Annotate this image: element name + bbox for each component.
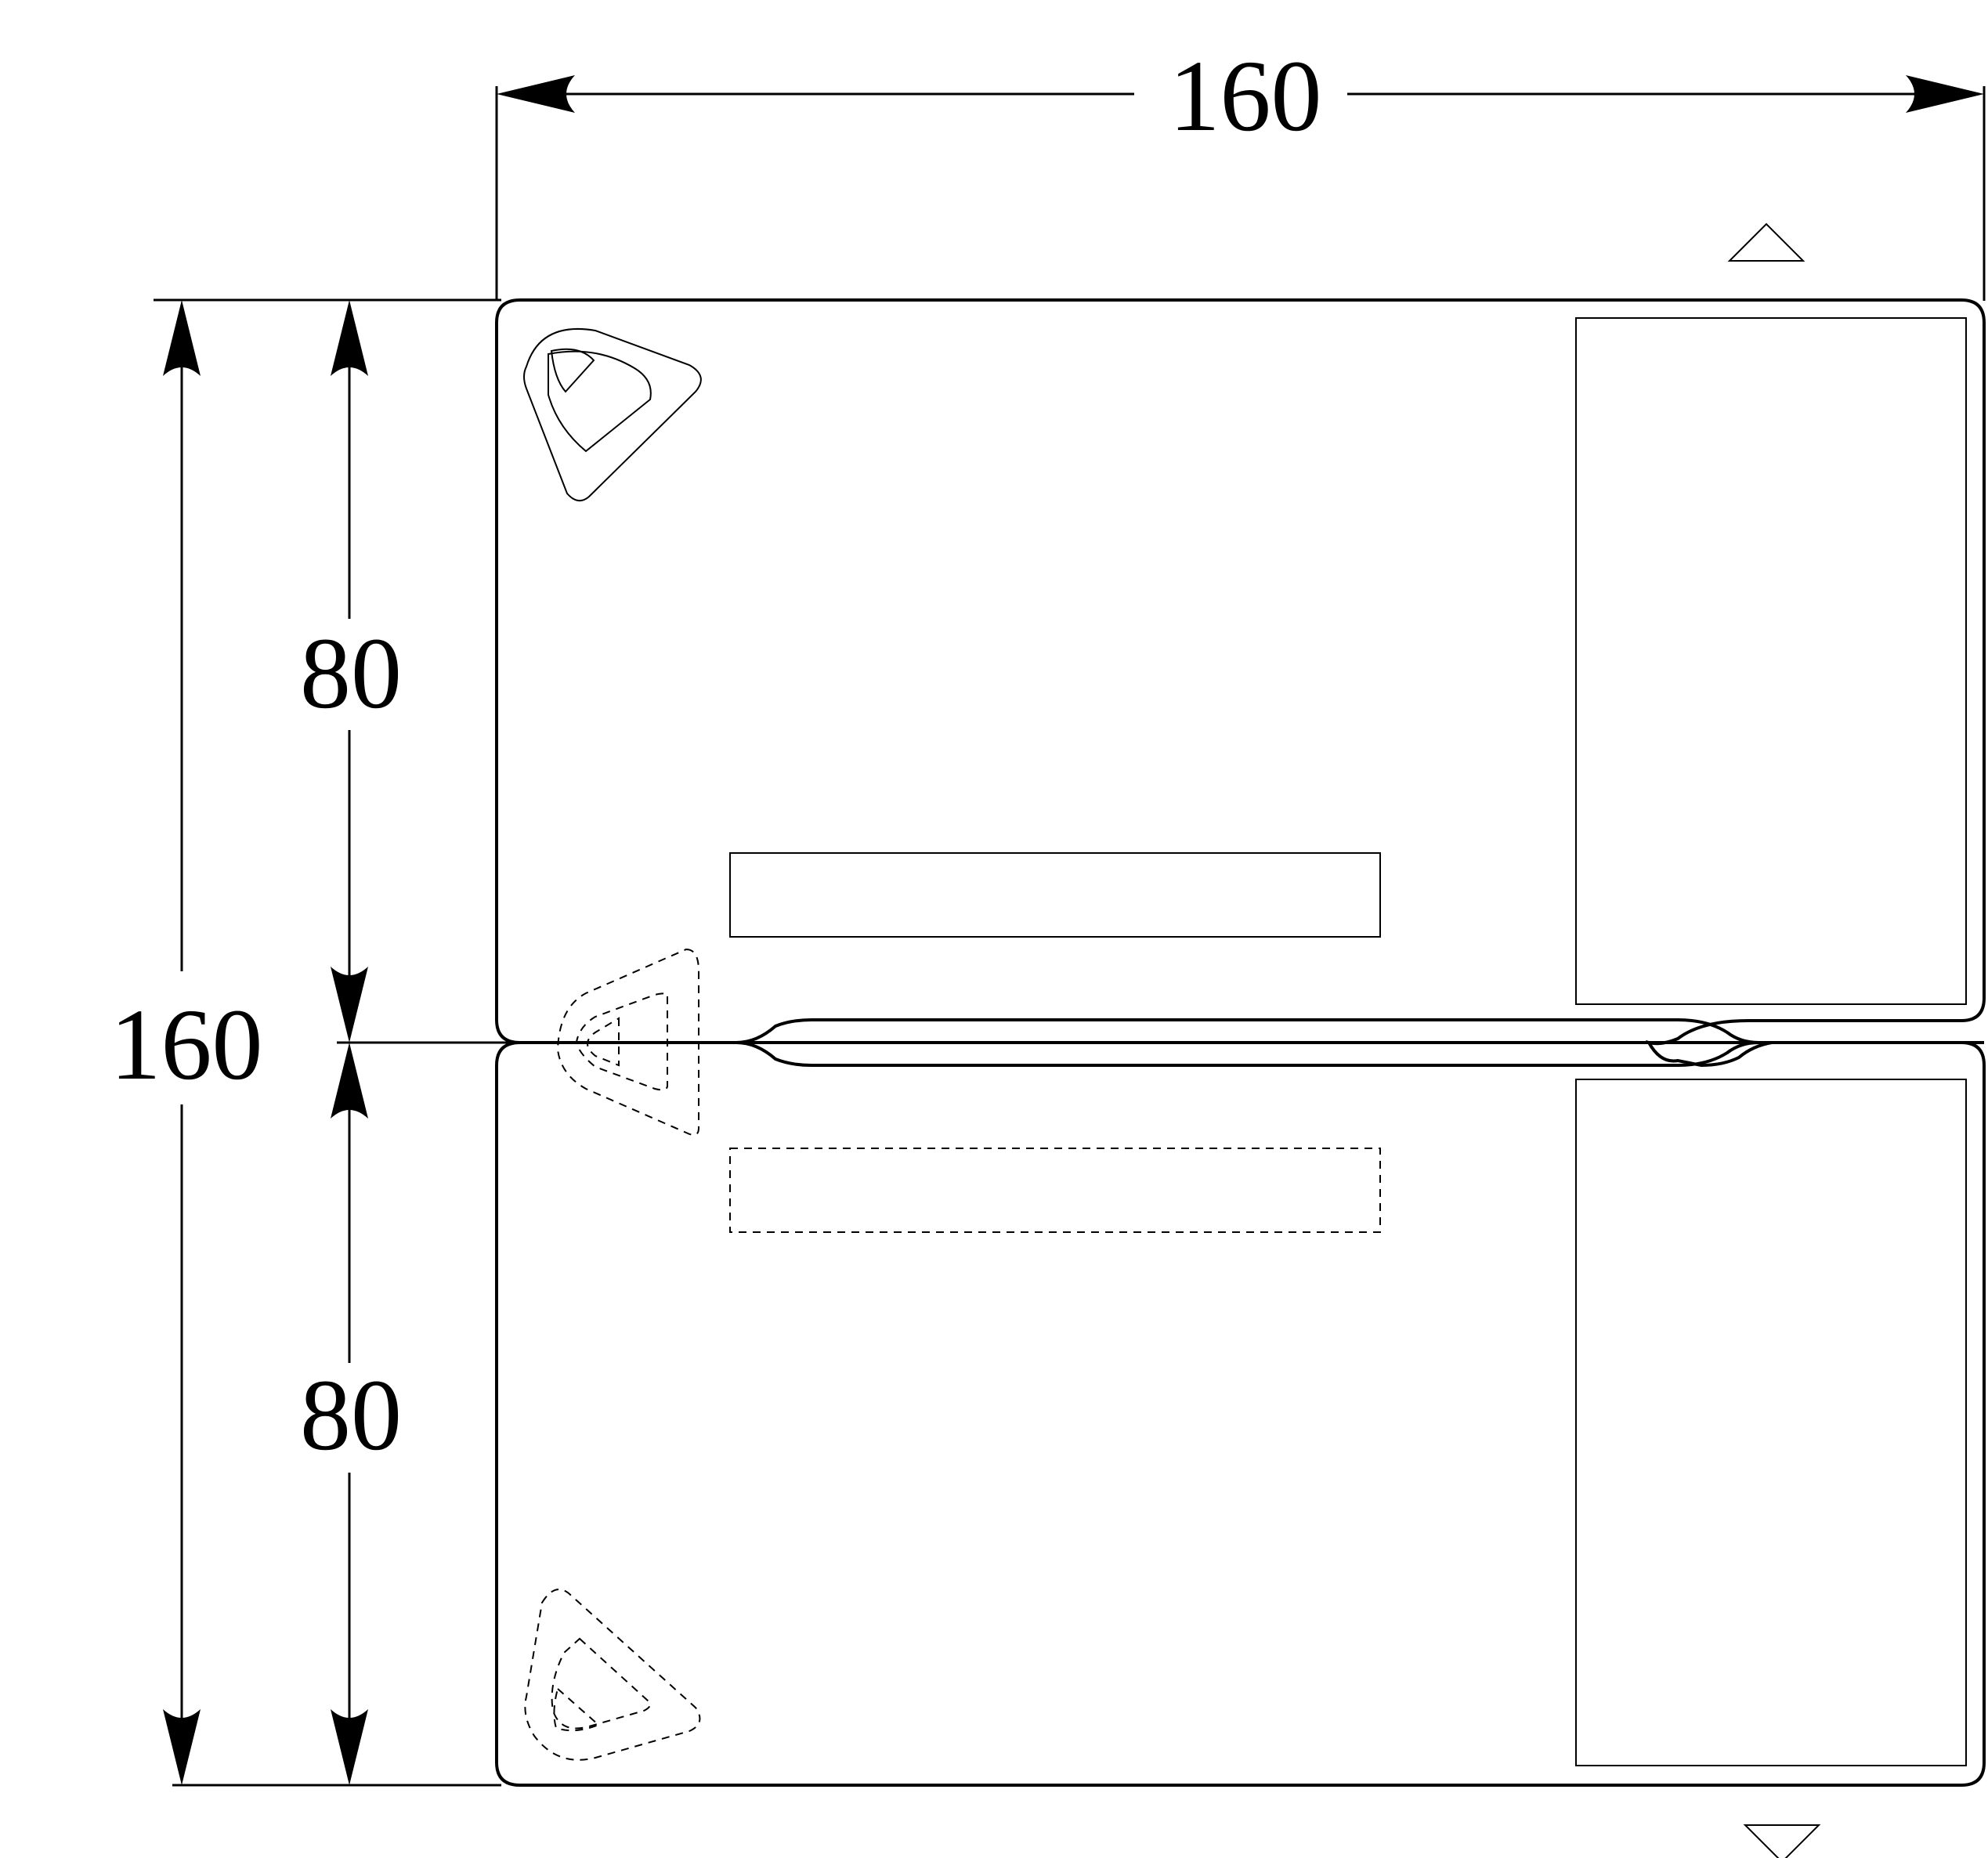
lower-tab-middle	[551, 1637, 651, 1730]
upper-tab-inner	[550, 348, 595, 393]
lower-height-arrow-top	[331, 1043, 368, 1119]
lower-slot-hidden	[729, 1148, 1381, 1233]
width-arrow-right	[1906, 75, 1984, 113]
overall-height-dimension: 160	[110, 298, 548, 1787]
overall-height-arrow-bottom	[163, 1709, 201, 1785]
hinge-tab-inner	[587, 1017, 620, 1067]
triangle-down-icon	[1743, 1824, 1821, 1858]
overall-height-arrow-top	[163, 300, 201, 376]
upper-label-window	[1575, 317, 1967, 1005]
upper-panel-left-edge	[495, 298, 735, 1044]
upper-height-label: 80	[300, 617, 402, 730]
upper-panel	[495, 298, 1986, 1068]
upper-panel-outline	[520, 298, 1986, 1068]
upper-slot	[729, 852, 1381, 938]
upper-height-dimension: 80	[300, 300, 402, 1043]
triangle-up-icon	[1727, 222, 1805, 262]
hinge-tab-outer	[556, 948, 699, 1136]
lower-height-dimension: 80	[300, 1043, 402, 1785]
lower-panel	[495, 948, 1986, 1787]
hinge-hidden-tab	[556, 948, 699, 1136]
upper-height-arrow-top	[331, 300, 368, 376]
upper-tab-middle	[548, 350, 652, 453]
lower-panel-outline	[495, 1041, 1986, 1787]
width-arrow-left	[497, 75, 575, 113]
lower-label-window	[1575, 1079, 1967, 1766]
upper-height-arrow-bottom	[331, 967, 368, 1043]
width-dimension: 160	[495, 40, 1986, 301]
lower-corner-tab	[524, 1589, 701, 1761]
upper-corner-tab	[523, 327, 702, 502]
lower-tab-outer	[524, 1589, 701, 1761]
upper-tab-outer	[523, 327, 702, 502]
lower-height-label: 80	[300, 1359, 402, 1472]
overall-height-label: 160	[110, 989, 263, 1101]
lower-height-arrow-bottom	[331, 1709, 368, 1785]
width-dimension-label: 160	[1169, 40, 1322, 153]
lower-tab-inner	[553, 1687, 600, 1732]
hinge-tab-middle	[575, 992, 668, 1091]
